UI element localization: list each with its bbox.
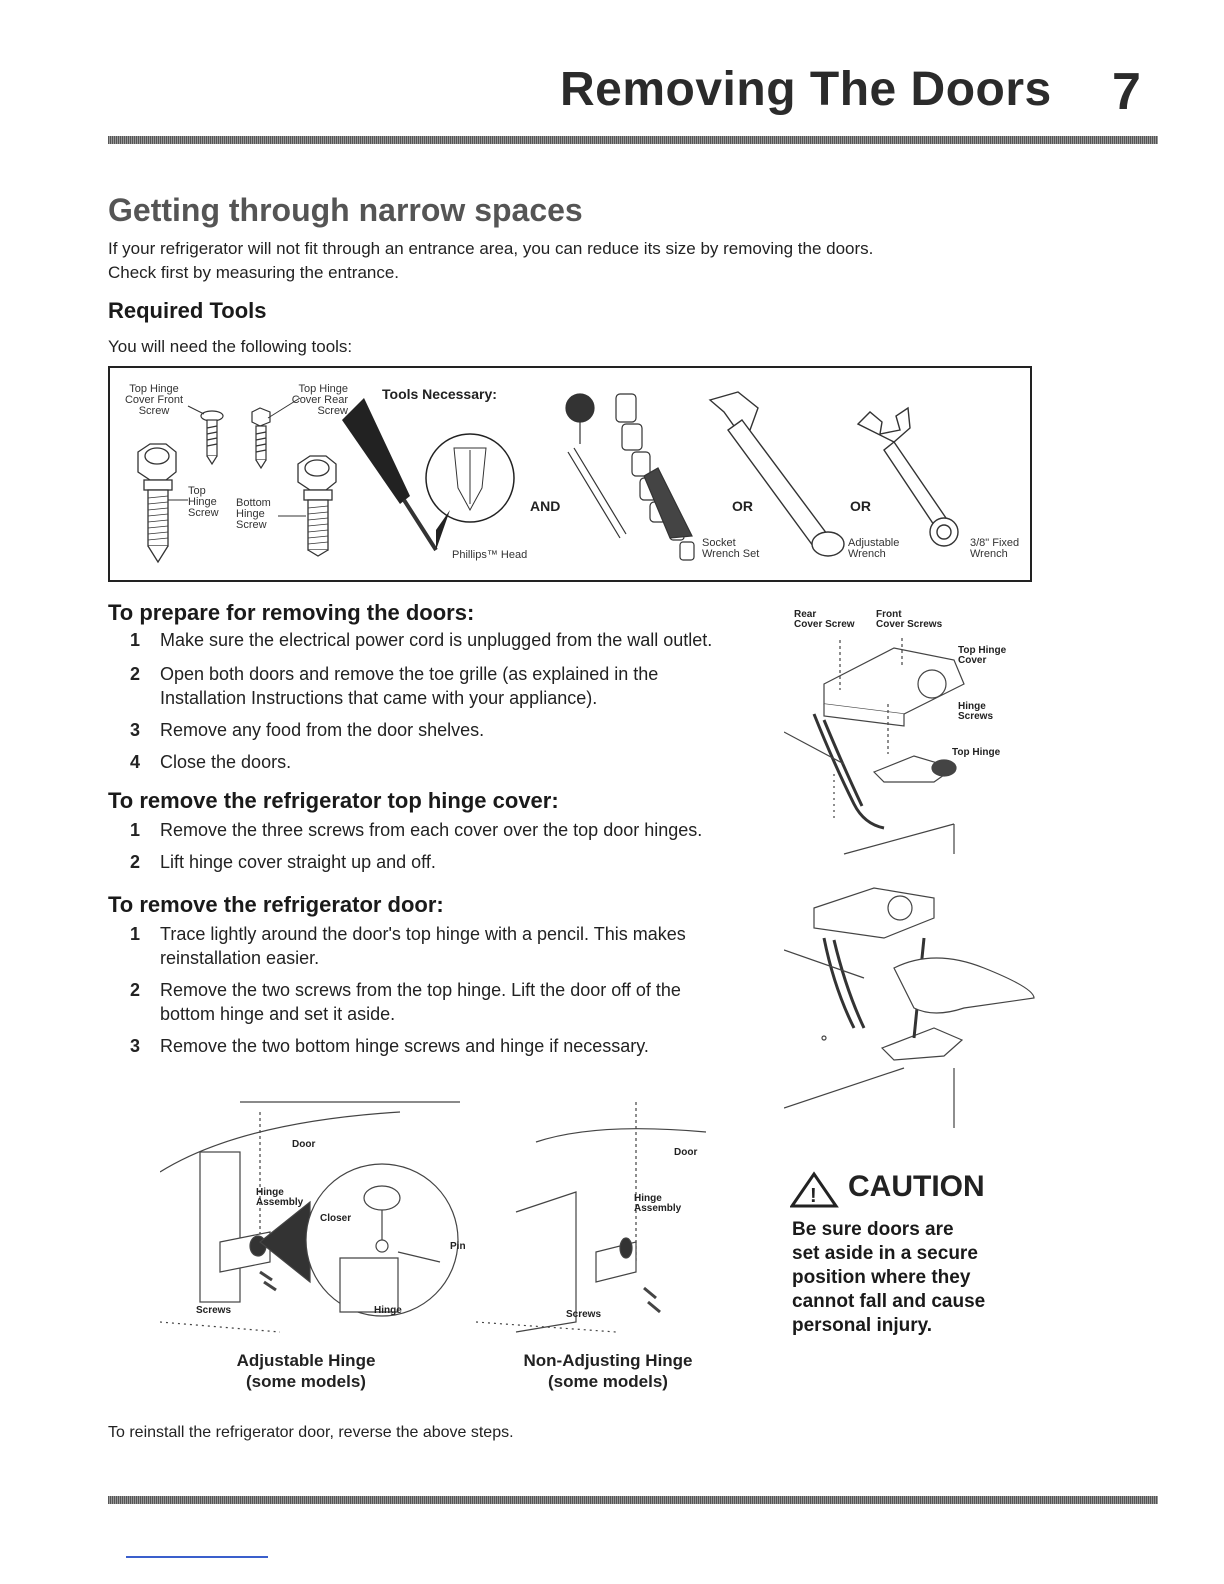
top-hinge-cover-front-screw-label: Top Hinge Cover Front Screw bbox=[124, 383, 184, 417]
non-adjusting-screws-label: Screws bbox=[566, 1309, 602, 1320]
caution-title: CAUTION bbox=[848, 1170, 985, 1203]
adjustable-hinge-caption: Adjustable Hinge(some models) bbox=[236, 1351, 376, 1391]
top-hinge-label: Top Hinge bbox=[952, 747, 1001, 758]
header-rule bbox=[108, 136, 1158, 144]
footer-rule bbox=[108, 1496, 1158, 1504]
top-hinge-cover-rear-screw-icon bbox=[251, 407, 271, 470]
tools-figure: Top Hinge Cover Front Screw Top Hinge Co… bbox=[108, 366, 1032, 582]
hinge-label: Hinge bbox=[374, 1305, 402, 1316]
page-number: 7 bbox=[1112, 63, 1141, 121]
door-heading: To remove the refrigerator door: bbox=[108, 892, 444, 917]
caution-text: Be sure doors are set aside in a secure … bbox=[792, 1219, 986, 1336]
trace-hinge-figure bbox=[783, 878, 1040, 1134]
adjustable-wrench-icon bbox=[708, 391, 845, 557]
adjustable-door-label: Door bbox=[292, 1139, 316, 1150]
bottom-hinge-screw-icon bbox=[297, 455, 337, 557]
non-adjusting-hinge-illustration bbox=[475, 1102, 707, 1333]
top-hinge-screw-label: Top Hinge Screw bbox=[188, 485, 219, 519]
non-adjusting-door-label: Door bbox=[674, 1147, 698, 1158]
pin-label: Pin bbox=[450, 1241, 466, 1252]
top-hinge-illustration bbox=[783, 638, 965, 855]
prepare-heading: To prepare for removing the doors: bbox=[108, 600, 475, 625]
phillips-screwdriver-icon bbox=[342, 398, 515, 552]
bottom-link-underline bbox=[126, 1556, 268, 1558]
intro-line-2: Check first by measuring the entrance. bbox=[108, 263, 400, 282]
or-label-1: OR bbox=[732, 498, 753, 514]
section-heading: Getting through narrow spaces bbox=[108, 192, 583, 228]
fixed-wrench-icon bbox=[856, 406, 959, 547]
bottom-hinge-screw-label: Bottom Hinge Screw bbox=[236, 497, 271, 531]
and-label: AND bbox=[530, 498, 561, 514]
reinstall-note: To reinstall the refrigerator door, reve… bbox=[108, 1424, 514, 1441]
page-title: Removing The Doors bbox=[560, 63, 1052, 116]
or-label-2: OR bbox=[850, 498, 871, 514]
adjustable-screws-label: Screws bbox=[196, 1305, 232, 1316]
top-hinge-cover-rear-screw-label: Top Hinge Cover Rear Screw bbox=[291, 383, 348, 417]
phillips-head-label: Phillips™ Head bbox=[452, 549, 528, 561]
top-hinge-cover-front-screw-icon bbox=[200, 410, 224, 466]
top-hinge-screw-icon bbox=[137, 443, 177, 564]
svg-text:!: ! bbox=[810, 1185, 817, 1207]
non-adjusting-hinge-caption: Non-Adjusting Hinge(some models) bbox=[523, 1351, 693, 1391]
tools-necessary-label: Tools Necessary: bbox=[382, 386, 497, 402]
caution-warning-icon: ! bbox=[789, 1170, 840, 1210]
trace-hinge-illustration bbox=[783, 887, 1035, 1128]
required-tools-heading: Required Tools bbox=[108, 298, 267, 323]
intro-line-1: If your refrigerator will not fit throug… bbox=[108, 239, 874, 258]
adjustable-hinge-illustration bbox=[159, 1101, 460, 1333]
socket-wrench-set-icon bbox=[565, 393, 695, 561]
closer-label: Closer bbox=[320, 1213, 352, 1224]
tools-illustration bbox=[137, 391, 959, 564]
required-tools-intro: You will need the following tools: bbox=[108, 337, 353, 356]
hinge-cover-heading: To remove the refrigerator top hinge cov… bbox=[108, 788, 559, 813]
